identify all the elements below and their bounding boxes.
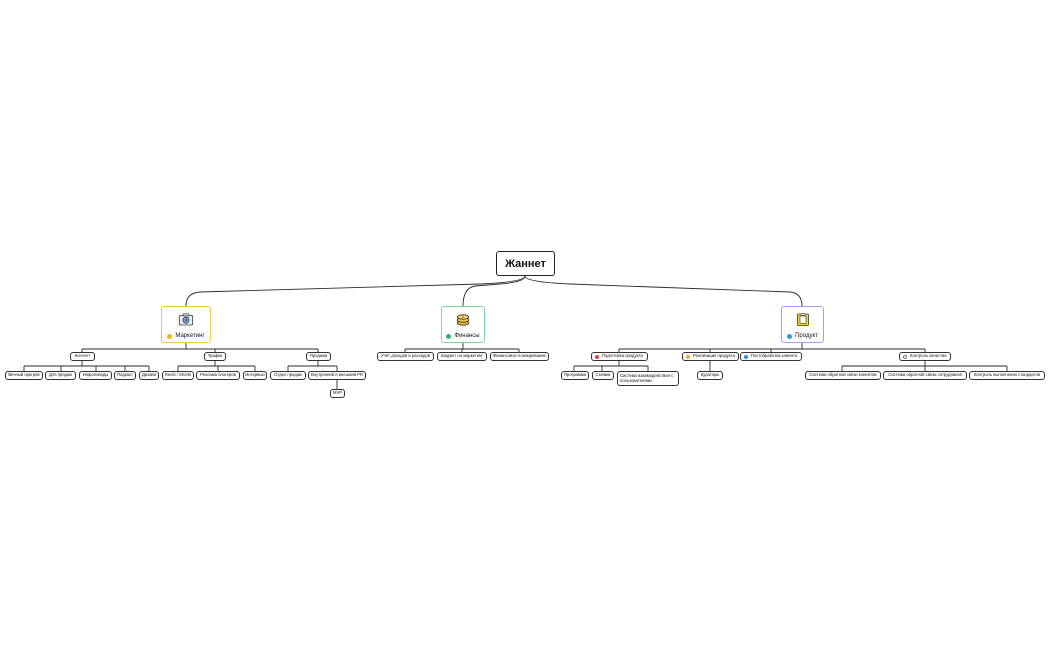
node-finance-child[interactable]: Учёт доходов и расходов (377, 352, 434, 361)
node-traffic[interactable]: Трафик (204, 352, 226, 361)
status-dot-grey (903, 354, 907, 359)
link-root-product (524, 275, 803, 307)
node-quality-child[interactable]: Система обратной связи сотрудников (883, 371, 967, 380)
node-realization-child[interactable]: Кураторы (697, 371, 723, 380)
root-label: Жаннет (505, 257, 546, 270)
node-content[interactable]: Контент (70, 352, 95, 361)
branch-marketing[interactable]: Маркетинг (161, 306, 211, 343)
branch-product-label: Продукт (795, 333, 818, 339)
camera-icon (178, 313, 194, 326)
node-quality-child[interactable]: Система обратной связи клиентов (805, 371, 881, 380)
branch-product-dot (787, 333, 793, 339)
node-prep-child[interactable]: Программа (561, 371, 589, 380)
status-dot-red (595, 354, 599, 359)
branch-marketing-label: Маркетинг (175, 333, 205, 339)
node-product-quality[interactable]: Контроль качества (899, 352, 951, 361)
link-root-marketing (185, 275, 526, 307)
link-root-finance (462, 275, 526, 307)
node-finance-child[interactable]: Финансовое планирование (490, 352, 549, 361)
node-traffic-child[interactable]: Реклама блогеров (196, 371, 240, 380)
branch-finance-label: Финансы (454, 333, 480, 339)
status-dot-orange (686, 354, 690, 359)
node-content-child[interactable]: Дизайн (139, 371, 159, 380)
node-traffic-child[interactable]: Reels / Shorts (162, 371, 194, 380)
node-sales-subchild[interactable]: MVP (330, 389, 345, 398)
node-content-child[interactable]: Вечный прогрев (5, 371, 43, 380)
coins-icon (456, 314, 470, 326)
branch-finance-dot (446, 333, 452, 339)
node-quality-child[interactable]: Контроль выполнения стандартов (969, 371, 1045, 380)
node-content-child[interactable]: Инфоповоды (79, 371, 112, 380)
node-content-child[interactable]: Для продаж (45, 371, 76, 380)
document-icon (796, 313, 809, 326)
node-sales[interactable]: Продажи (306, 352, 331, 361)
node-sales-child[interactable]: Отдел продаж (270, 371, 306, 380)
node-product-realization[interactable]: Реализация продукта (682, 352, 739, 361)
root-node[interactable]: Жаннет (496, 251, 555, 276)
node-prep-child[interactable]: Система взаимодействия с пользователями (617, 371, 679, 386)
node-sales-child[interactable]: Внутренний и внешний PR (308, 371, 366, 380)
node-product-prep[interactable]: Подготовка продукта (591, 352, 648, 361)
status-dot-blue (744, 354, 748, 359)
branch-product[interactable]: Продукт (781, 306, 824, 343)
branch-finance[interactable]: Финансы (441, 306, 485, 343)
branch-marketing-dot (167, 333, 173, 339)
node-traffic-child[interactable]: Интервью (243, 371, 267, 380)
node-product-post[interactable]: Постобработка клиента (740, 352, 802, 361)
node-prep-child[interactable]: Съёмки (592, 371, 614, 380)
node-content-child[interactable]: Подкаст (114, 371, 136, 380)
node-finance-child[interactable]: Бюджет на маркетинг (437, 352, 487, 361)
